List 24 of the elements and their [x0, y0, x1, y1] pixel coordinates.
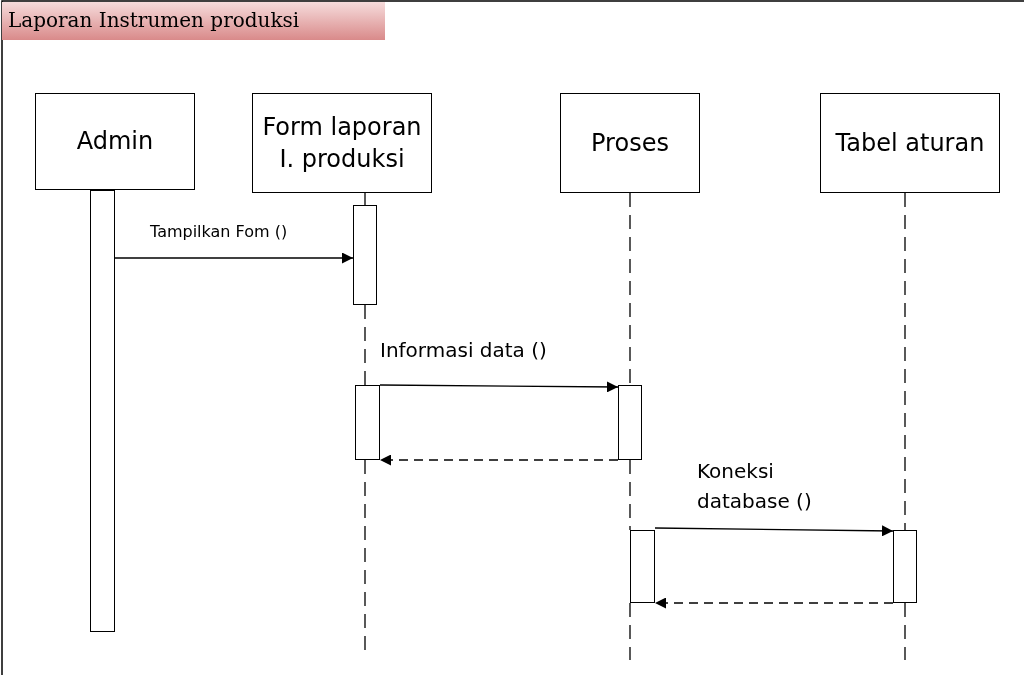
lifeline — [629, 192, 631, 386]
activation-bar — [355, 385, 380, 460]
lifeline-header-box: Proses — [560, 93, 700, 193]
lifeline — [904, 192, 906, 531]
message-arrow — [654, 525, 894, 537]
activation-bar — [618, 385, 642, 460]
activation-bar — [90, 190, 115, 632]
lifeline — [629, 459, 631, 531]
diagram-title: Laporan Instrumen produksi — [8, 8, 300, 32]
activation-bar — [893, 530, 917, 603]
lifeline-header-box: Tabel aturan — [820, 93, 1000, 193]
return-arrow — [654, 597, 894, 609]
message-arrow — [114, 252, 354, 264]
edge-label: Tampilkan Fom () — [150, 222, 288, 241]
lifeline-header-box: Form laporan I. produksi — [252, 93, 432, 193]
lifeline-header-box: Admin — [35, 93, 195, 190]
return-arrow — [379, 454, 619, 466]
lifeline — [364, 192, 366, 206]
edge-label: Informasi data () — [380, 338, 547, 362]
activation-bar — [630, 530, 655, 603]
message-arrow — [379, 381, 619, 393]
edge-label: Koneksi database () — [697, 458, 813, 515]
activation-bar — [353, 205, 377, 305]
lifeline — [364, 304, 366, 386]
